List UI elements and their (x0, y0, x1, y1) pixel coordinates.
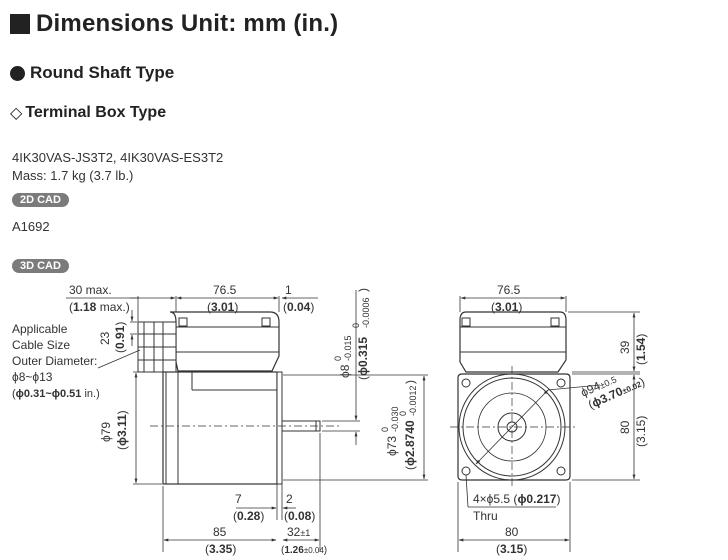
phi73-in-tol-up: 0 (398, 411, 408, 416)
dim-1-in-label: (0.04) (283, 300, 314, 314)
cable-note-line-2: Cable Size (12, 338, 70, 352)
dim-39-label: 39 (618, 340, 632, 354)
phi8-label: ϕ8 (338, 364, 352, 378)
cad-3d-button[interactable]: 3D CAD (12, 259, 69, 273)
front-dim-80-right-label: 80 (618, 420, 632, 434)
dim-23-label: 23 (98, 331, 112, 345)
dim-76-in-label: (3.01) (207, 300, 238, 314)
side-dimension-lines (66, 290, 428, 552)
dim-2-label: 2 (286, 492, 293, 506)
phi73-label: ϕ73 (385, 436, 399, 456)
page-title: Dimensions Unit: mm (in.) (10, 10, 338, 38)
front-dim-76-label: 76.5 (497, 283, 521, 297)
phi8-label-group: ϕ8 0 -0.015 (333, 335, 353, 378)
phi73-tol-up: 0 (380, 427, 390, 432)
section-shaft-type: Round Shaft Type (10, 63, 174, 83)
cable-note-line-3: Outer Diameter: (12, 354, 97, 368)
phi8-in-label: (ϕ0.315 (356, 337, 370, 380)
dim-76-label: 76.5 (213, 283, 237, 297)
dim-30-in-label: (1.18 max.) (69, 300, 130, 314)
dim-32-label: 32±1 (287, 525, 310, 539)
box-type-label: Terminal Box Type (25, 104, 167, 121)
phi73-label-group: ϕ73 0 -0.030 (380, 406, 400, 456)
svg-text:): ) (403, 380, 417, 384)
cable-note-line-1: Applicable (12, 322, 68, 336)
phi8-tol-up: 0 (333, 356, 343, 361)
phi73-in-label: (ϕ2.8740 (403, 420, 417, 470)
side-labels: 30 max. (1.18 max.) 76.5 (3.01) 1 (0.04)… (12, 283, 418, 556)
phi73-tol-dn: -0.030 (390, 406, 400, 432)
dim-7-in-label: (0.28) (233, 509, 264, 523)
section-box-type: ◇ Terminal Box Type (10, 103, 166, 123)
dim-7-label: 7 (235, 492, 242, 506)
front-dim-76-in-label: (3.01) (491, 300, 522, 314)
phi8-in-label-group: (ϕ0.315 0 -0.0006 ) (351, 288, 371, 380)
dim-32-in-label: (1.26±0.04) (281, 545, 327, 556)
phi8-in-tol-dn: -0.0006 (361, 297, 371, 328)
dim-85-in-label: (3.35) (205, 542, 236, 556)
svg-text:): ) (356, 288, 370, 292)
front-dim-80-bottom-in-label: (3.15) (496, 542, 527, 556)
shaft-type-label: Round Shaft Type (30, 63, 175, 82)
dim-85-label: 85 (213, 525, 227, 539)
cad-2d-id: A1692 (12, 219, 50, 234)
cable-range: ϕ8~ϕ13 (12, 370, 53, 384)
phi94-label-group: ϕ94±0.5 (ϕ3.70±0.02) (579, 374, 647, 411)
black-square-icon (10, 14, 30, 34)
thru-label: Thru (473, 509, 498, 523)
dim-2-in-label: (0.08) (284, 509, 315, 523)
model-numbers: 4IK30VAS-JS3T2, 4IK30VAS-ES3T2 (12, 150, 224, 165)
cad-2d-button[interactable]: 2D CAD (12, 193, 69, 207)
phi73-in-tol-dn: -0.0012 (408, 385, 418, 416)
front-view (450, 311, 578, 488)
cable-range-in: (ϕ0.31~ϕ0.51 in.) (12, 388, 100, 400)
dim-23-in-label: (0.91) (113, 322, 127, 353)
phi8-tol-dn: -0.015 (343, 335, 353, 361)
black-circle-icon (10, 65, 25, 81)
phi79-label: ϕ79 (99, 422, 113, 442)
dim-1-label: 1 (285, 283, 292, 297)
front-dimension-lines (457, 296, 640, 552)
front-dim-80-right-in-label: (3.15) (634, 416, 648, 447)
phi73-in-label-group: (ϕ2.8740 0 -0.0012 ) (398, 380, 418, 470)
page-title-text: Dimensions Unit: mm (in.) (36, 10, 339, 37)
phi8-in-tol-up: 0 (351, 323, 361, 328)
white-diamond-icon: ◇ (10, 105, 23, 122)
dim-30-label: 30 max. (69, 283, 112, 297)
phi79-in-label: (ϕ3.11) (115, 410, 129, 450)
front-dim-80-bottom-label: 80 (505, 525, 519, 539)
holes-label: 4×ϕ5.5 (ϕ0.217) (473, 492, 560, 506)
mass-text: Mass: 1.7 kg (3.7 lb.) (12, 168, 134, 183)
dim-39-in-label: (1.54) (634, 334, 648, 365)
side-view (137, 311, 340, 485)
